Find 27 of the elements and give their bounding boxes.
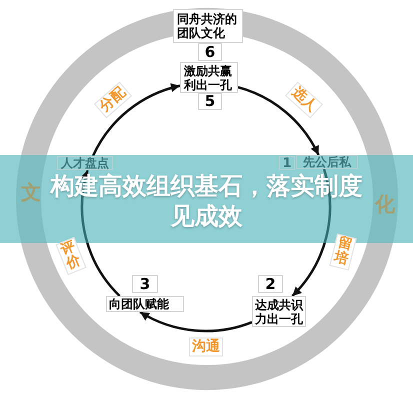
step-text: 达成共识力出一孔 (255, 298, 304, 326)
step-number: 1 (282, 156, 292, 170)
step-number: 2 (265, 276, 276, 292)
step-number: 3 (140, 276, 150, 292)
step-box (57, 156, 113, 170)
step-number: 5 (204, 94, 216, 109)
number-box (132, 275, 158, 293)
step-text: 先公后私 (303, 156, 351, 168)
step-text: 激励共赢利出一孔 (184, 64, 233, 92)
step-number: 6 (204, 44, 216, 60)
number-box (198, 93, 222, 110)
step-text: 同舟共济的团队文化 (177, 12, 238, 40)
step-box (173, 9, 243, 43)
cycle-arrow (92, 84, 180, 157)
ring-character: 文 (21, 182, 41, 202)
step-box (106, 296, 184, 312)
edge-label: 沟通 (189, 338, 223, 356)
step-box (180, 62, 238, 93)
step-text: 向团队赋能 (109, 297, 169, 311)
cycle-arrow (139, 310, 252, 332)
cycle-arrow (238, 86, 320, 156)
number-box (279, 156, 295, 170)
ring-character: 化 (375, 194, 395, 214)
number-box (198, 43, 222, 61)
number-box (258, 275, 283, 293)
step-box (296, 155, 358, 169)
step-text: 人才盘点 (61, 157, 109, 169)
